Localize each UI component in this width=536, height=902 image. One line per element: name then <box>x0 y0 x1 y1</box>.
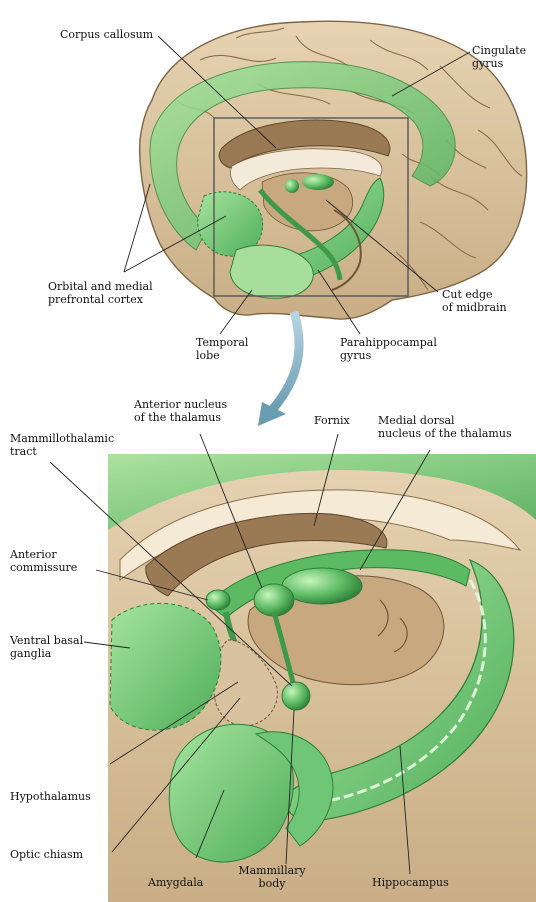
label-orbital-medial-prefrontal-cortex: Orbital and medial prefrontal cortex <box>48 280 153 306</box>
label-cut-edge-midbrain: Cut edge of midbrain <box>442 288 507 314</box>
label-mammillothalamic-tract: Mammillothalamic tract <box>10 432 114 458</box>
label-optic-chiasm: Optic chiasm <box>10 848 83 861</box>
top-brain-illustration <box>140 21 527 319</box>
label-anterior-commissure: Anterior commissure <box>10 548 77 574</box>
label-medial-dorsal-nucleus: Medial dorsal nucleus of the thalamus <box>378 414 512 440</box>
top-anterior-nucleus <box>285 179 299 193</box>
label-anterior-nucleus-thalamus: Anterior nucleus of the thalamus <box>134 398 227 424</box>
enlarged-anterior-nucleus <box>254 584 294 616</box>
enlarged-limbic-illustration <box>108 454 536 902</box>
label-corpus-callosum: Corpus callosum <box>60 28 153 41</box>
label-ventral-basal-ganglia: Ventral basal ganglia <box>10 634 83 660</box>
enlarged-mammillary-body <box>282 682 310 710</box>
label-parahippocampal-gyrus: Parahippocampal gyrus <box>340 336 437 362</box>
enlarged-anterior-commissure <box>206 590 230 610</box>
label-cingulate-gyrus: Cingulate gyrus <box>472 44 526 70</box>
label-amygdala: Amygdala <box>148 876 203 889</box>
label-temporal-lobe: Temporal lobe <box>196 336 248 362</box>
label-mammillary-body: Mammillary body <box>234 864 310 890</box>
label-hypothalamus: Hypothalamus <box>10 790 91 803</box>
zoom-arrow <box>258 312 299 426</box>
label-fornix: Fornix <box>314 414 350 427</box>
label-hippocampus: Hippocampus <box>372 876 449 889</box>
top-medial-dorsal-nucleus <box>302 174 334 190</box>
